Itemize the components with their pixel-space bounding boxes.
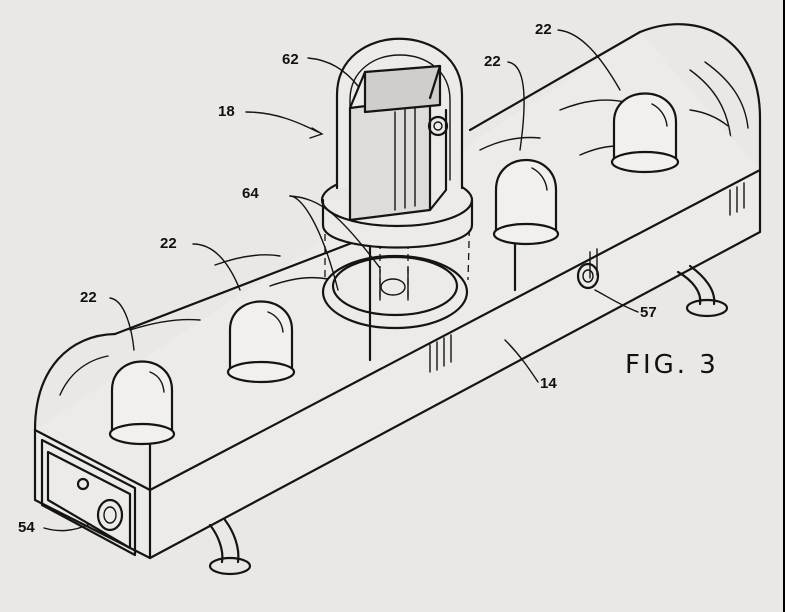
support-legs	[208, 264, 729, 576]
side-port	[576, 262, 600, 290]
lamp-mid-left	[226, 300, 296, 384]
label-lamp-rear-right: 22	[535, 21, 552, 38]
lamp-front-left	[108, 360, 176, 446]
label-dome-assembly: 18	[218, 103, 235, 120]
housing-body	[33, 32, 762, 560]
label-lamp-mid-left: 22	[160, 235, 177, 252]
lamp-mid-right	[492, 158, 560, 246]
label-camera: 62	[282, 51, 299, 68]
figure-caption: FIG. 3	[625, 350, 719, 380]
label-lamp-front-left: 22	[80, 289, 97, 306]
lamp-rear-right	[610, 92, 680, 174]
label-control-panel: 54	[18, 519, 35, 536]
label-mount-ring: 64	[242, 185, 259, 202]
left-clear-shroud	[33, 234, 372, 492]
control-panel	[40, 438, 137, 557]
right-end-cap	[638, 23, 762, 172]
label-housing: 14	[540, 375, 557, 392]
leader-lines	[43, 29, 639, 532]
camera-body	[348, 64, 449, 222]
label-side-port: 57	[640, 304, 657, 321]
label-lamp-mid-right: 22	[484, 53, 501, 70]
